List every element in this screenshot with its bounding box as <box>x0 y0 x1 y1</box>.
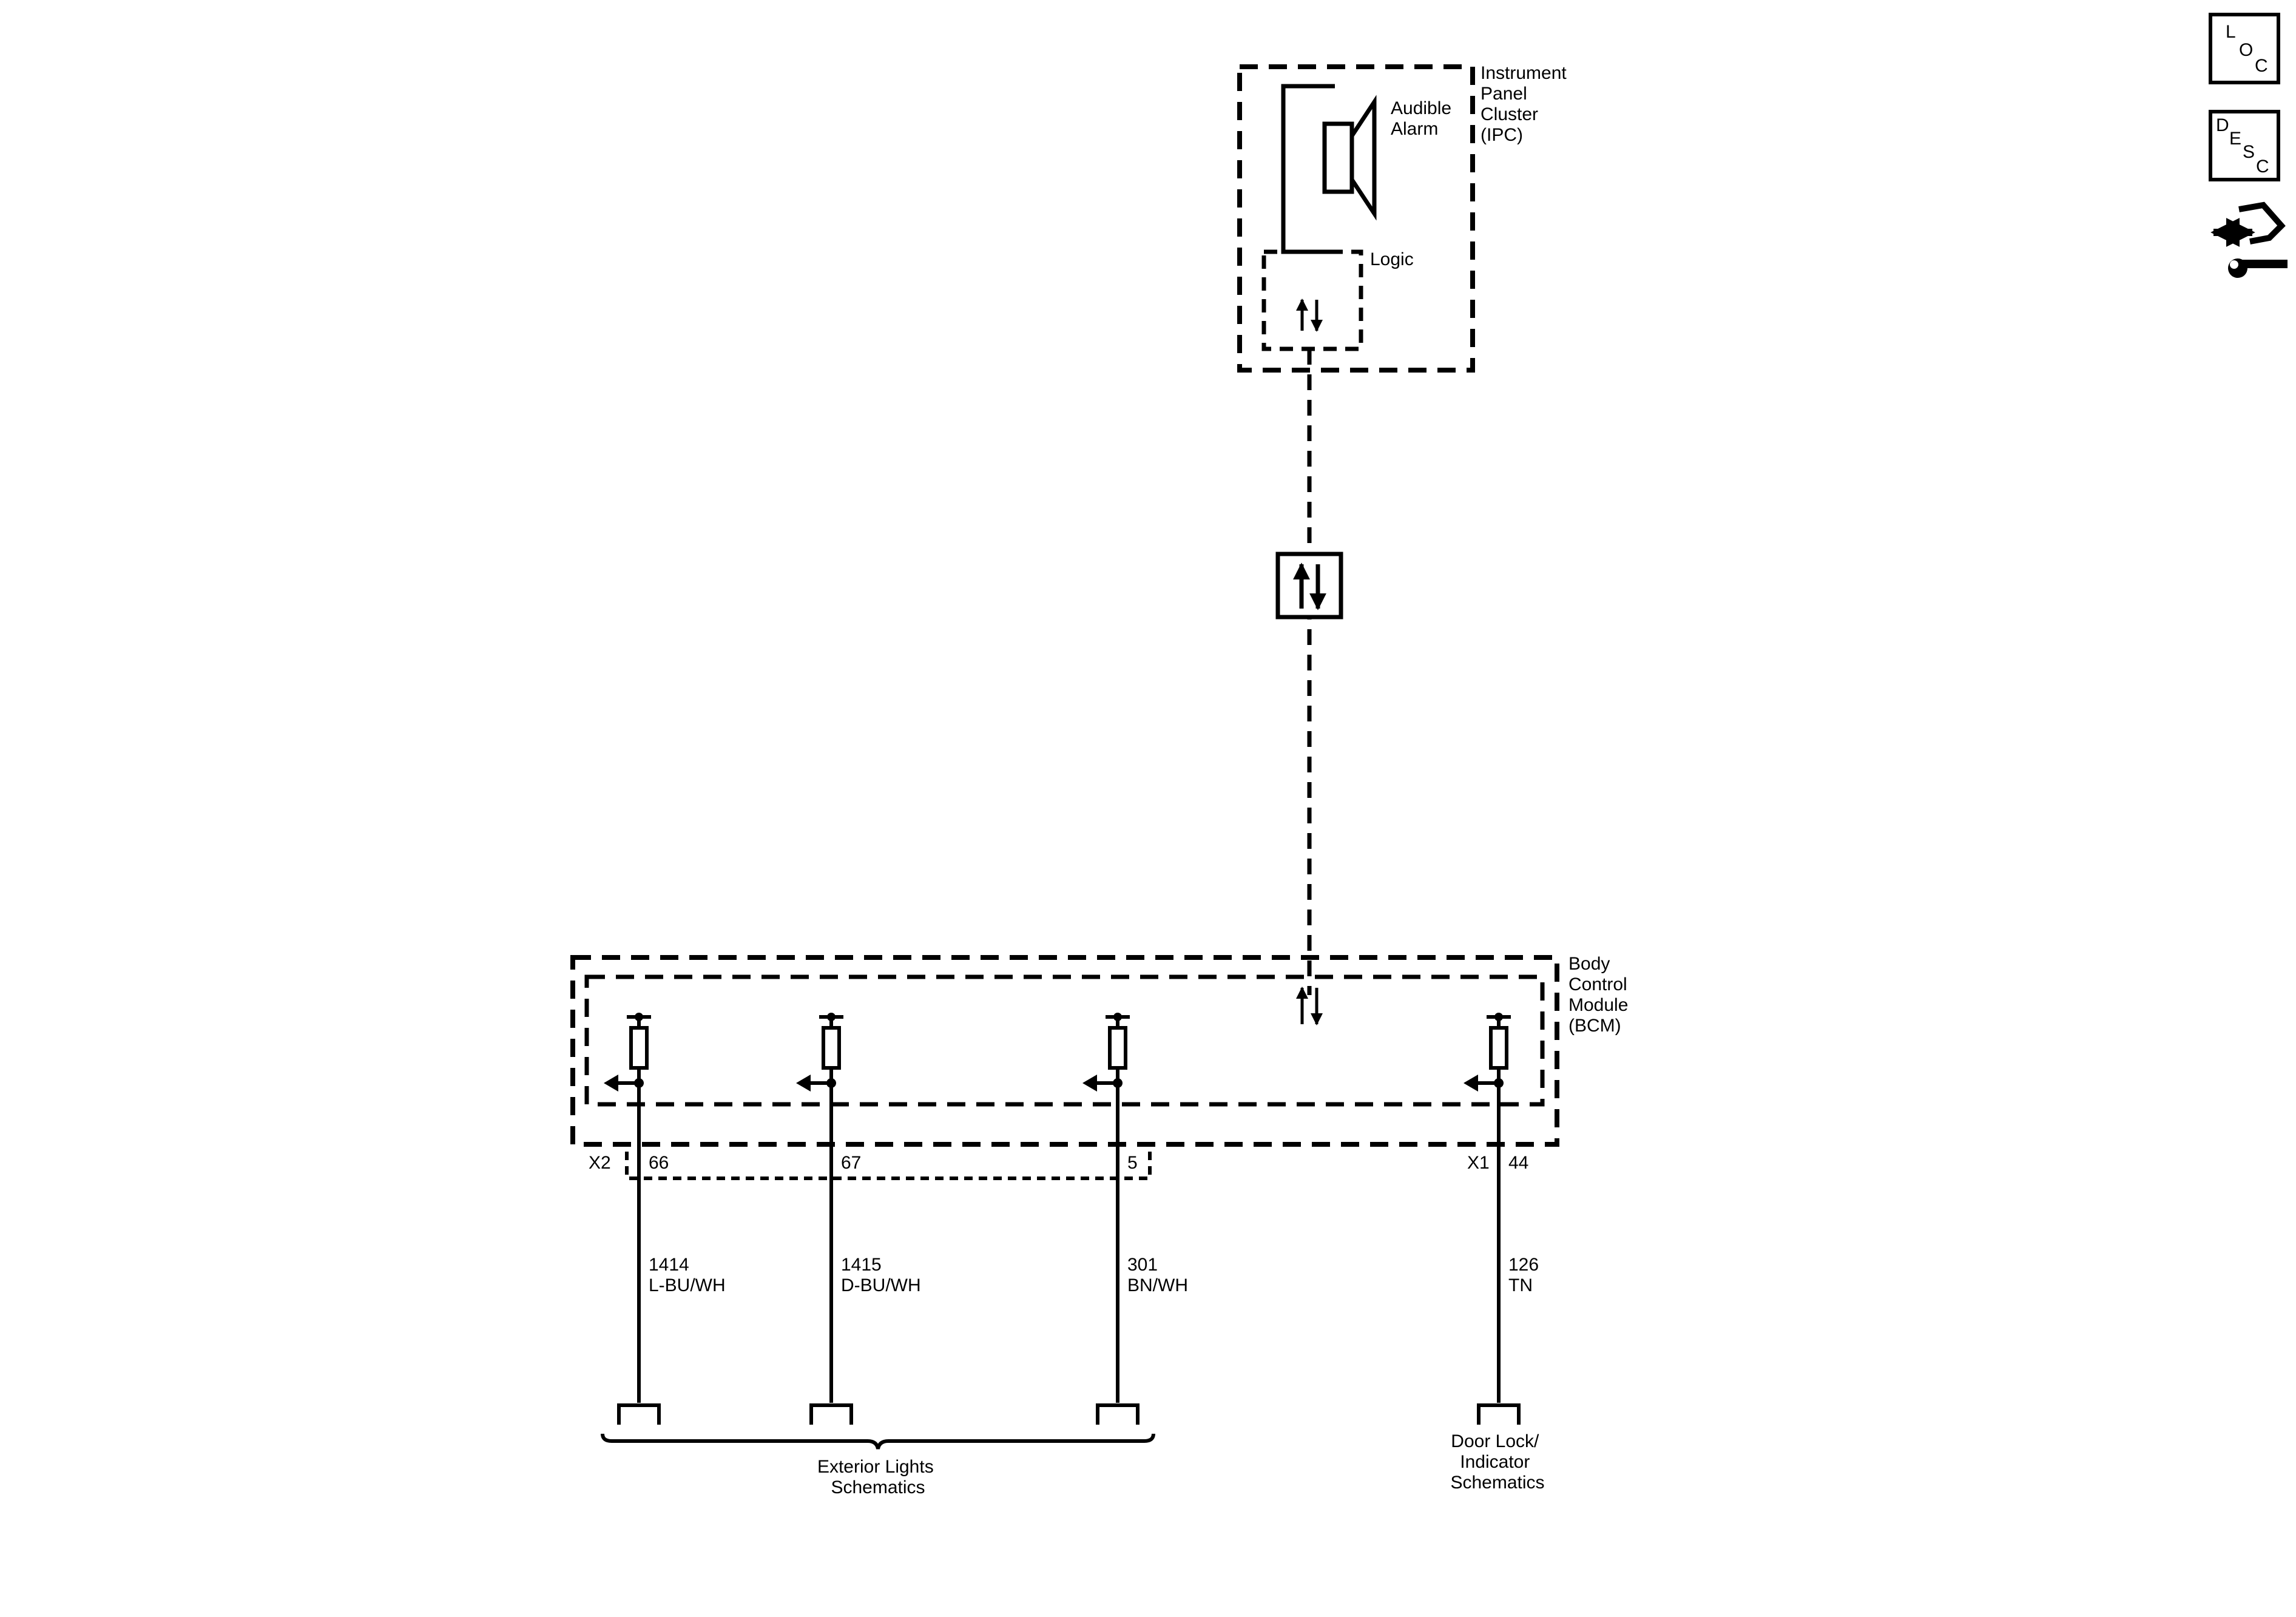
exterior-lights-brace <box>601 1433 1155 1450</box>
bcm-title-line-1: Body <box>1568 954 1610 974</box>
circuit-301-resistor <box>1108 1026 1127 1070</box>
circuit-1414-supply-dot <box>635 1013 643 1021</box>
loc-letter-o: O <box>2239 40 2253 60</box>
circuit-1414-pin-label: 66 <box>649 1153 669 1173</box>
circuit-1415-number-label: 1415 <box>841 1255 882 1275</box>
circuit-126-resistor <box>1489 1026 1508 1070</box>
circuit-1414-destination-connector <box>617 1403 661 1425</box>
circuit-1414-number-label: 1414 <box>649 1255 689 1275</box>
ipc-dashed-border <box>1237 64 1475 373</box>
logic-label: Logic <box>1370 249 1414 269</box>
bcm-title: Body Control Module (BCM) <box>1568 954 1633 1036</box>
circuit-301-number-label: 301 <box>1127 1255 1158 1275</box>
circuit-1414-resistor <box>629 1026 649 1070</box>
door-lock-label-line-1: Door Lock/ <box>1451 1431 1539 1451</box>
bcm-title-line-2: Control <box>1568 974 1627 994</box>
bcm-serial-data-arrows-icon <box>1296 987 1323 1025</box>
circuit-1415-color-label: D-BU/WH <box>841 1275 921 1295</box>
x2-connector-dashed-bracket <box>625 1152 1152 1180</box>
loc-letter-l: L <box>2226 22 2236 42</box>
exterior-lights-label-line-2: Schematics <box>831 1477 925 1497</box>
serial-data-junction-arrows-icon <box>1293 562 1326 610</box>
ipc-title-line-2: Panel <box>1481 84 1527 104</box>
exterior-lights-label: Exterior Lights Schematics <box>817 1457 939 1497</box>
circuit-126-output-arrow <box>1464 1075 1478 1092</box>
circuit-126-number-label: 126 <box>1508 1255 1539 1275</box>
connector-tool-icon[interactable] <box>2210 201 2288 278</box>
bcm-title-line-3: Module <box>1568 995 1628 1015</box>
ipc-title-line-3: Cluster <box>1481 104 1538 124</box>
alarm-label: Audible Alarm <box>1391 98 1456 139</box>
bcm-inner-dashed-border <box>584 974 1545 1107</box>
circuit-1415-resistor <box>822 1026 841 1070</box>
speaker-icon <box>1322 95 1377 221</box>
ipc-module: Instrument Panel Cluster (IPC) Audible A… <box>1237 63 1572 373</box>
loc-letter-c: C <box>2255 56 2268 76</box>
circuit-1414-color-label: L-BU/WH <box>649 1275 726 1295</box>
alarm-label-line-1: Audible <box>1391 98 1451 118</box>
circuit-126-color-label: TN <box>1508 1275 1533 1295</box>
ipc-title: Instrument Panel Cluster (IPC) <box>1481 63 1572 145</box>
x2-connector-label: X2 <box>589 1153 611 1173</box>
ipc-title-line-1: Instrument <box>1481 63 1567 83</box>
logic-dashed-box <box>1261 249 1363 351</box>
loc-button[interactable]: L O C <box>2209 13 2280 84</box>
desc-button[interactable]: D E S C <box>2209 110 2280 181</box>
desc-letter-c: C <box>2256 157 2269 177</box>
bcm-module: Body Control Module (BCM) <box>570 954 1633 1147</box>
circuit-1415-output-arrow <box>796 1075 811 1092</box>
circuit-1415-destination-connector <box>809 1403 853 1425</box>
circuit-1415-supply-dot <box>827 1013 836 1021</box>
circuit-301-pin-label: 5 <box>1127 1153 1138 1173</box>
alarm-label-line-2: Alarm <box>1391 119 1438 139</box>
desc-letter-s: S <box>2243 142 2255 162</box>
bcm-title-line-4: (BCM) <box>1568 1016 1621 1036</box>
circuit-1415-pin-label: 67 <box>841 1153 861 1173</box>
door-lock-label-line-3: Schematics <box>1450 1473 1544 1493</box>
circuit-301-color-label: BN/WH <box>1127 1275 1188 1295</box>
alarm-circuit-line <box>1281 84 1335 254</box>
door-lock-label-line-2: Indicator <box>1460 1452 1530 1472</box>
circuit-126-supply-dot <box>1494 1013 1503 1021</box>
x1-connector-label: X1 <box>1467 1153 1490 1173</box>
circuit-301-destination-connector <box>1096 1403 1140 1425</box>
circuit-1414-output-arrow <box>604 1075 618 1092</box>
circuit-301-supply-dot <box>1113 1013 1122 1021</box>
serial-data-junction-box <box>1275 552 1343 619</box>
desc-button-frame <box>2209 110 2280 181</box>
circuit-301-output-arrow <box>1082 1075 1097 1092</box>
door-lock-label: Door Lock/ Indicator Schematics <box>1450 1431 1544 1493</box>
circuit-126-pin-label: 44 <box>1508 1153 1528 1173</box>
exterior-lights-label-line-1: Exterior Lights <box>817 1457 934 1477</box>
ipc-title-line-4: (IPC) <box>1481 125 1523 145</box>
serial-data-arrows-icon <box>1296 299 1323 332</box>
circuit-126-destination-connector <box>1477 1403 1521 1425</box>
bcm-outer-dashed-border <box>570 955 1559 1147</box>
desc-letter-e: E <box>2229 129 2241 149</box>
loc-button-frame <box>2209 13 2280 84</box>
desc-letter-d: D <box>2216 115 2229 135</box>
